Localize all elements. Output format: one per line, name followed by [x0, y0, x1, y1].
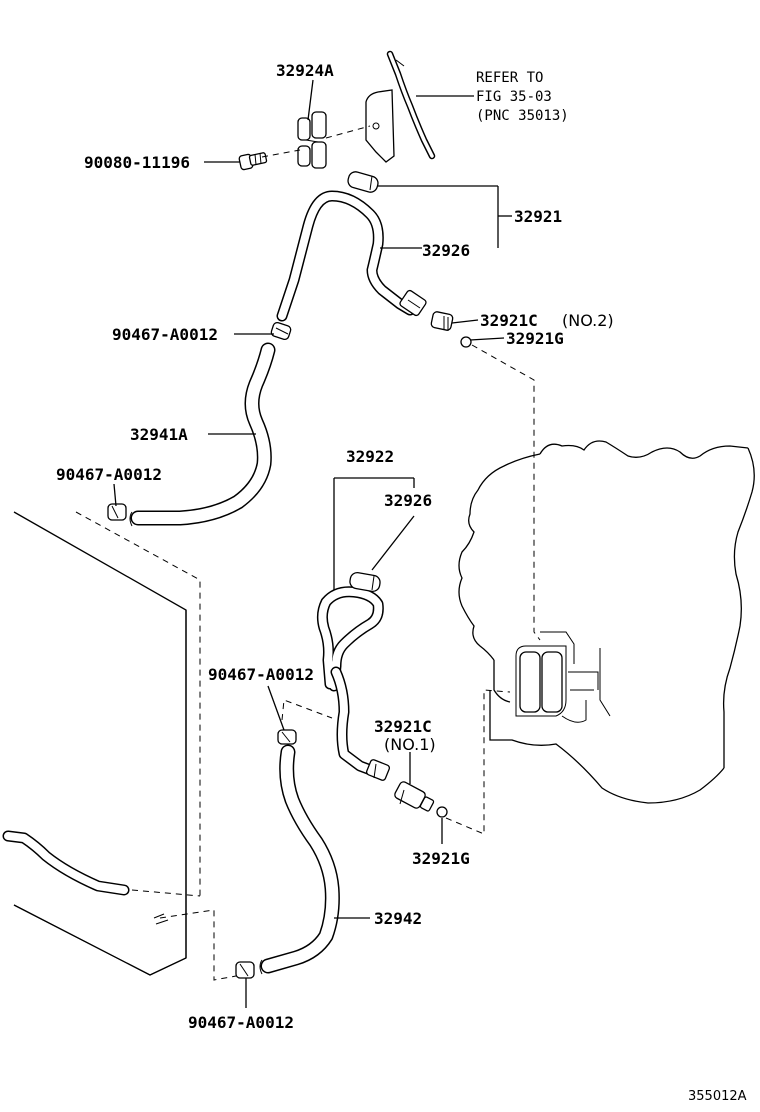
radiator-outline — [2, 511, 187, 976]
upper-pipe-part — [276, 190, 427, 322]
transmission-outline — [458, 440, 755, 804]
label-pipe-sleeve-lower: 32926 — [384, 491, 432, 510]
union-no2-part — [430, 311, 454, 331]
bolt-part — [238, 152, 268, 171]
refer-note-line2: FIG 35-03 — [476, 89, 552, 105]
label-pipe-sleeve-upper: 32926 — [422, 241, 470, 260]
label-union-no2-note: (NO.2) — [562, 311, 614, 330]
upper-sleeve-part — [347, 171, 379, 193]
label-bolt: 90080-11196 — [84, 153, 190, 172]
union-no1-part — [394, 781, 435, 812]
clip-bottom-part — [235, 961, 255, 979]
label-gasket-lower: 32921G — [412, 849, 470, 868]
label-clip-bottom: 90467-A0012 — [188, 1013, 294, 1032]
label-union-no2-code: 32921C — [480, 311, 538, 330]
assembly-dashed-lines — [75, 125, 541, 981]
clip-radiator-part — [107, 503, 127, 521]
refer-note-line3: (PNC 35013) — [476, 108, 569, 124]
label-hose-upper: 32941A — [130, 425, 188, 444]
label-clip-upper: 90467-A0012 — [112, 325, 218, 344]
label-clip-mid: 90467-A0012 — [208, 665, 314, 684]
label-union-no1-note: (NO.1) — [384, 735, 436, 754]
label-gasket-upper: 32921G — [506, 329, 564, 348]
label-hose-lower: 32942 — [374, 909, 422, 928]
label-pipe-assy-upper: 32921 — [514, 207, 562, 226]
lower-hose-part — [259, 744, 340, 975]
lower-sleeve-part — [349, 571, 381, 593]
gasket-lower-part — [436, 806, 448, 818]
label-clamp-bracket: 32924A — [276, 61, 334, 80]
label-pipe-assy-lower: 32922 — [346, 447, 394, 466]
clip-upper-part — [270, 321, 292, 341]
label-clip-radiator: 90467-A0012 — [56, 465, 162, 484]
refer-note-line1: REFER TO — [476, 70, 543, 86]
gasket-upper-part — [460, 336, 472, 348]
clip-mid-part — [277, 729, 297, 745]
reference-bracket — [365, 50, 436, 163]
clamp-bracket-part — [297, 111, 327, 169]
lower-pipe-part — [316, 586, 391, 781]
upper-hose-part — [129, 342, 276, 527]
leader-lines — [113, 79, 512, 1008]
label-union-no1-code: 32921C — [374, 717, 432, 736]
figure-code: 355012A — [688, 1089, 747, 1104]
